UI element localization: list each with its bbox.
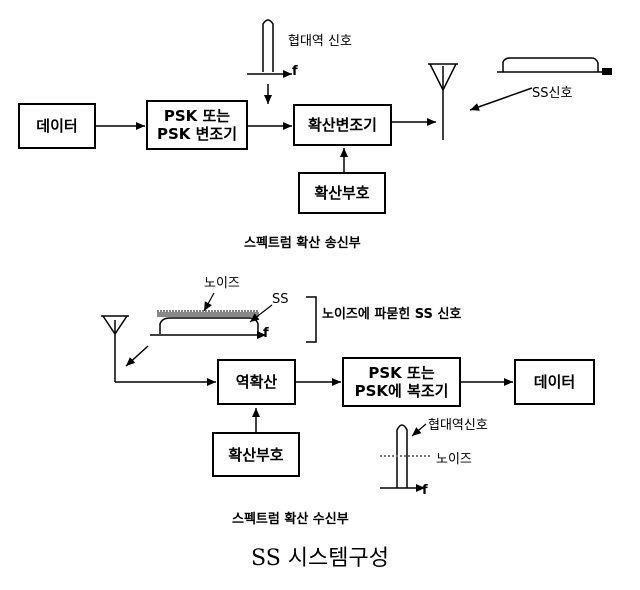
ss-spectrum-tx (497, 57, 612, 75)
rx-noise-label: 노이즈 (204, 276, 240, 291)
rx-spread-code-block: 확산부호 (212, 432, 300, 477)
tx-psk-modulator-block: PSK 또는 PSK 변조기 (146, 100, 248, 150)
tx-data-block: 데이터 (18, 103, 96, 149)
arrow-ss-pointer (249, 304, 273, 323)
rx-psk-demodulator-block: PSK 또는 PSK에 복조기 (342, 357, 461, 407)
tx-narrowband-label: 협대역 신호 (288, 34, 352, 49)
tx-caption: 스펙트럼 확산 송신부 (244, 236, 361, 251)
narrowband-spectrum-rx (380, 424, 432, 492)
rx-ss-label: SS (272, 292, 289, 307)
tx-antenna-icon (428, 63, 458, 140)
tx-freq-axis-label: f (292, 64, 298, 79)
arrow-narrowband-pointer-rx (411, 423, 427, 437)
tx-ss-label: SS신호 (532, 86, 573, 101)
rx-narrowband-label: 협대역신호 (428, 418, 488, 433)
rx-caption: 스펙트럼 확산 수신부 (232, 512, 349, 527)
rx-freq-axis-label: f (263, 326, 269, 341)
figure-title: SS 시스템구성 (251, 546, 389, 571)
rx-bracket-label: 노이즈에 파묻힌 SS 신호 (322, 307, 462, 322)
arrow-noise-pointer (203, 292, 215, 312)
tx-spread-code-block: 확산부호 (298, 172, 386, 214)
narrowband-spectrum-tx (247, 19, 292, 78)
rx-despread-block: 역확산 (217, 359, 296, 405)
rx-noise-label-2: 노이즈 (436, 452, 472, 467)
rx-freq-axis-label-2: f (422, 483, 428, 498)
rx-data-block: 데이터 (514, 359, 595, 405)
tx-spread-modulator-block: 확산변조기 (293, 104, 392, 146)
rx-antenna-icon (101, 315, 129, 382)
arrow-incoming-signal (125, 345, 149, 367)
arrow-ss-label-to-antenna (469, 87, 533, 111)
bracket (306, 296, 317, 343)
noise-ss-spectrum-rx (150, 310, 266, 339)
